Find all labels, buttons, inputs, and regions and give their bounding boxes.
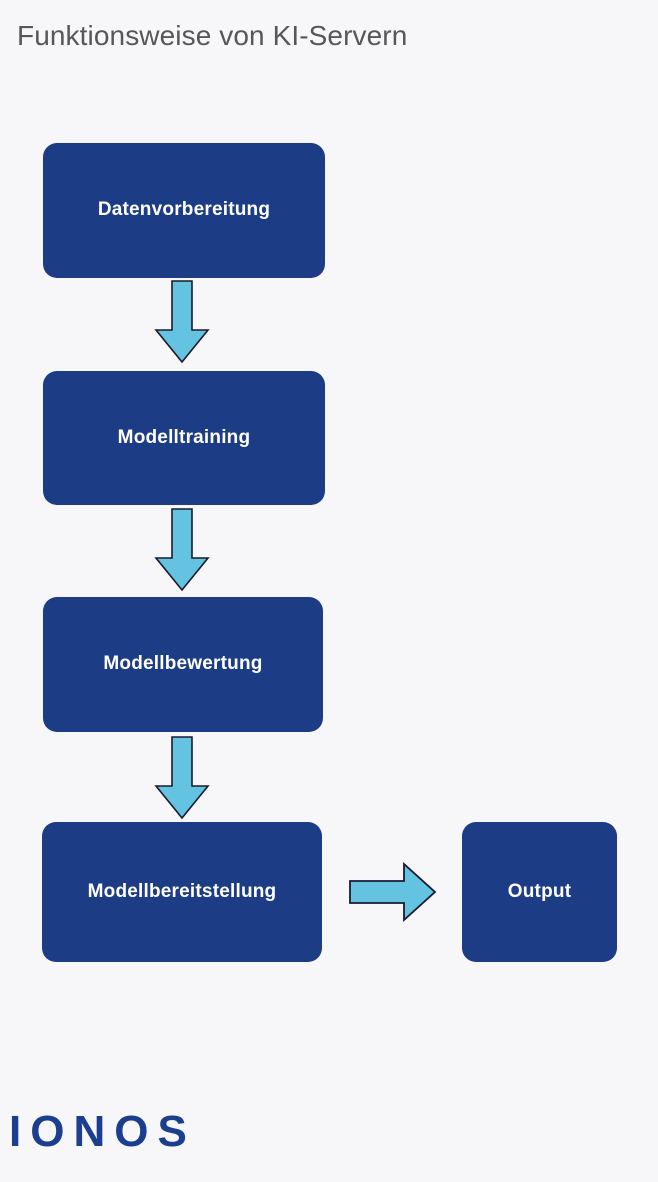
page-title: Funktionsweise von KI-Servern [17, 20, 408, 51]
ionos-logo: IONOS [9, 1107, 196, 1156]
arrow-down-icon [154, 508, 210, 592]
arrow-down-icon [154, 280, 210, 364]
flow-node-modelltraining: Modelltraining [43, 371, 325, 505]
flow-node-label: Modellbereitstellung [87, 880, 277, 902]
flow-node-modellbewertung: Modellbewertung [43, 597, 323, 732]
arrow-right-icon [349, 861, 437, 923]
flow-node-datenvorbereitung: Datenvorbereitung [43, 143, 325, 278]
flow-node-label: Modelltraining [117, 426, 251, 448]
flow-node-modellbereitstellung: Modellbereitstellung [42, 822, 322, 962]
flow-node-label: Output [507, 880, 572, 902]
flow-node-output: Output [462, 822, 617, 962]
flow-node-label: Modellbewertung [103, 653, 263, 675]
arrow-down-icon [154, 736, 210, 820]
flow-node-label: Datenvorbereitung [97, 199, 271, 221]
